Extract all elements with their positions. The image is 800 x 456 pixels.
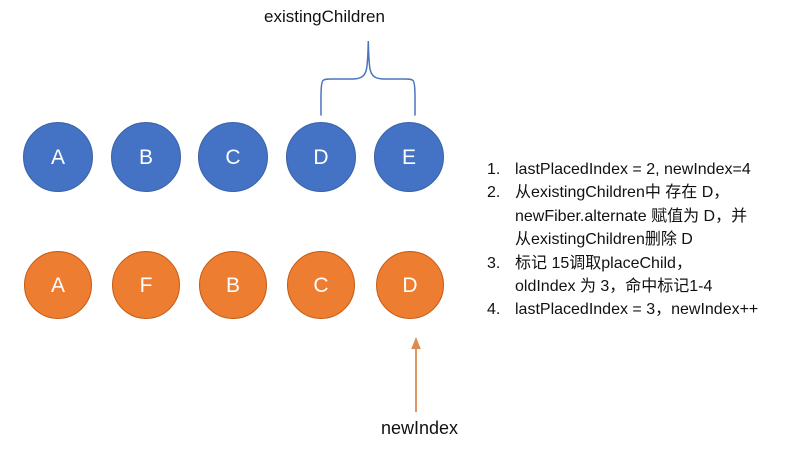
node-circle-blue: A (23, 122, 93, 192)
node-circle-blue: E (374, 122, 444, 192)
list-item-number: 1. (487, 161, 501, 178)
list-item-text: 标记 15调取placeChild， oldIndex 为 3，命中标记1-4 (515, 254, 713, 296)
up-arrow-head-icon (411, 337, 421, 349)
notes-list: 1. lastPlacedIndex = 2, newIndex=4 2. 从e… (487, 158, 797, 322)
existing-children-label: existingChildren (264, 7, 385, 26)
node-circle-blue: B (111, 122, 181, 192)
list-item-text: lastPlacedIndex = 2, newIndex=4 (515, 161, 751, 178)
node-circle-orange: F (112, 251, 180, 319)
list-item: 3. 标记 15调取placeChild， oldIndex 为 3，命中标记1… (487, 252, 797, 299)
node-circle-orange: D (376, 251, 444, 319)
node-circle-orange: C (287, 251, 355, 319)
list-item-number: 3. (487, 254, 501, 272)
list-item: 2. 从existingChildren中 存在 D， newFiber.alt… (487, 181, 797, 251)
curly-brace-icon (320, 40, 416, 116)
list-item: 4. lastPlacedIndex = 3，newIndex++ (487, 298, 797, 321)
node-circle-orange: B (199, 251, 267, 319)
node-circle-blue: D (286, 122, 356, 192)
list-item-number: 2. (487, 184, 501, 202)
node-circle-orange: A (24, 251, 92, 319)
list-item: 1. lastPlacedIndex = 2, newIndex=4 (487, 158, 797, 181)
list-item-number: 4. (487, 301, 501, 319)
node-circle-blue: C (198, 122, 268, 192)
new-index-label: newIndex (381, 418, 459, 438)
list-item-text: 从existingChildren中 存在 D， newFiber.altern… (515, 184, 748, 249)
list-item-text: lastPlacedIndex = 3，newIndex++ (515, 301, 759, 319)
